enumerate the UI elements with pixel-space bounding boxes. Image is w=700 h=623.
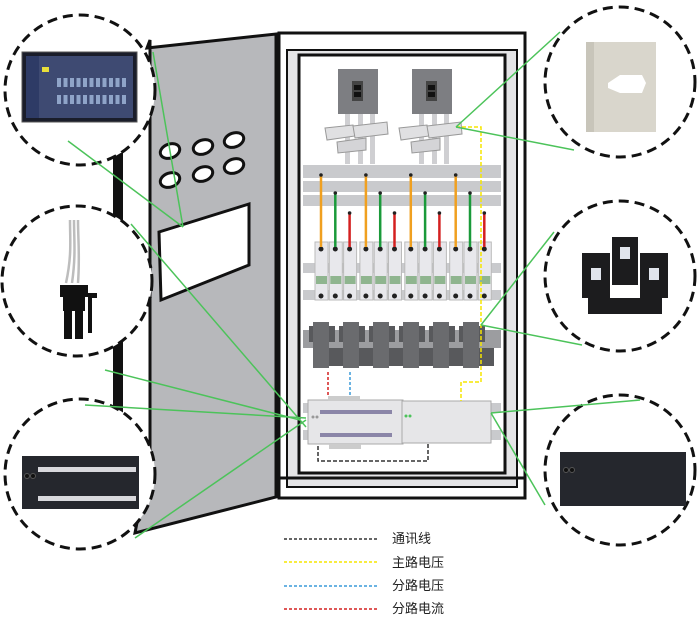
io-module-right-image [560, 452, 686, 506]
branch-breaker [418, 241, 433, 301]
branch-breaker [328, 241, 343, 301]
branch-breaker [404, 241, 419, 301]
acquisition-module-in-cabinet [307, 396, 404, 449]
door-button [191, 138, 215, 156]
main-voltage-wire [456, 126, 482, 401]
legend: 通讯线 主路电压 分路电压 分路电流 [284, 532, 444, 617]
ct-unit [309, 322, 344, 368]
door-button [191, 165, 215, 183]
branch-breaker [449, 241, 464, 301]
branch-breaker [373, 241, 388, 301]
communication-wire [317, 443, 429, 462]
current-transformer-image [586, 42, 656, 132]
branch-breaker [314, 241, 329, 301]
branch-breaker [432, 241, 447, 301]
ct-unit [399, 322, 434, 368]
branch-wires [319, 173, 487, 247]
main-breaker [324, 69, 389, 164]
ct-unit [369, 322, 404, 368]
door-button [222, 157, 246, 175]
branch-breaker [463, 241, 478, 301]
ct-unit [429, 322, 464, 368]
legend-label-branch-voltage: 分路电压 [392, 578, 444, 594]
cabinet-door [113, 32, 278, 536]
legend-label-branch-current: 分路电流 [392, 601, 444, 617]
main-breaker [398, 69, 463, 164]
metering-module-in-cabinet [401, 400, 492, 444]
branch-breaker [359, 241, 374, 301]
branch-breakers [303, 241, 501, 301]
branch-breaker [388, 241, 402, 301]
three-phase-ct-image [582, 237, 668, 314]
signal-wiring [317, 126, 482, 462]
legend-label-main-voltage: 主路电压 [392, 555, 444, 571]
branch-breaker [343, 241, 358, 301]
door-display-window [157, 201, 251, 303]
bus-bars [303, 165, 501, 206]
main-breakers [324, 69, 463, 164]
power-connector-image [60, 219, 97, 339]
ct-block-row [303, 322, 501, 368]
leader-lines [67, 31, 641, 539]
door-button [222, 131, 246, 149]
io-module-left-image [22, 456, 139, 509]
legend-label-comm: 通讯线 [392, 532, 431, 547]
ct-unit [339, 322, 374, 368]
ct-unit [459, 322, 494, 368]
touch-screen-image [21, 51, 138, 123]
